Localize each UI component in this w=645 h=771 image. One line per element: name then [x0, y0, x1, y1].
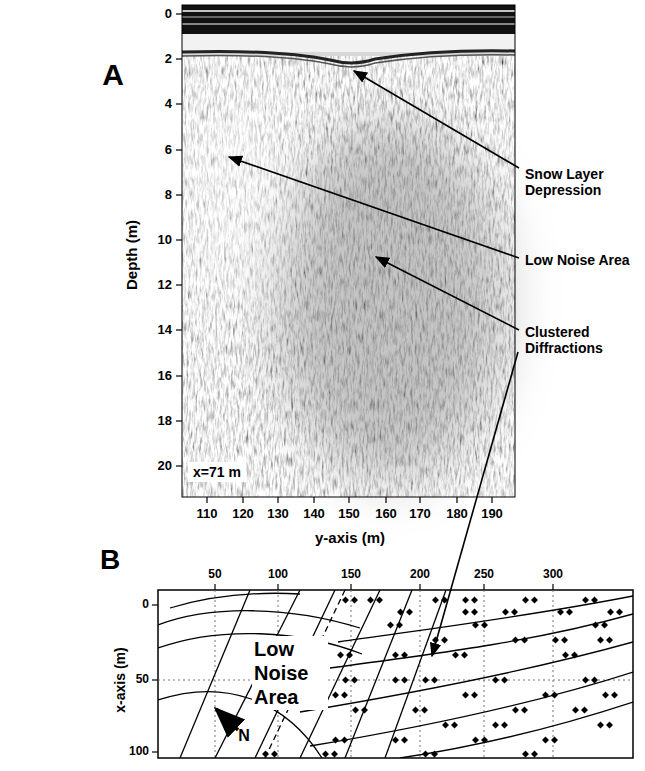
tick-label: 16 — [158, 369, 172, 384]
leader-lines — [229, 71, 519, 656]
tick-label: 200 — [410, 568, 430, 582]
tick-label: 4 — [165, 97, 172, 112]
region-label: Low Noise Area — [252, 636, 328, 710]
tick-label: 110 — [197, 507, 218, 522]
tick-label: 120 — [232, 507, 254, 522]
tick-label: 14 — [158, 323, 172, 338]
tick-label: 12 — [158, 278, 172, 293]
tick-label: 250 — [474, 568, 494, 582]
tick-label: 20 — [158, 459, 172, 474]
axis-title: x-axis (m) — [112, 647, 128, 712]
tick-label: 170 — [409, 507, 431, 522]
panel-letter: B — [100, 544, 120, 576]
tick-label: 140 — [303, 507, 325, 522]
axis-title: y-axis (m) — [315, 529, 385, 546]
tick-label: 160 — [375, 507, 397, 522]
tick-label: 100 — [129, 745, 149, 759]
tick-label: 8 — [165, 188, 172, 203]
tick-label: 10 — [158, 233, 172, 248]
tick-label: 150 — [338, 507, 360, 522]
tick-label: 50 — [208, 568, 221, 582]
tick-label: 2 — [165, 52, 172, 67]
callout-label: Snow Layer Depression — [525, 166, 637, 198]
axis-title: Depth (m) — [123, 220, 140, 290]
site-map — [152, 584, 633, 758]
tick-label: 190 — [481, 507, 503, 522]
tick-label: 50 — [136, 673, 149, 687]
panel-letter: A — [102, 58, 124, 93]
callout-label: Low Noise Area — [525, 252, 637, 268]
tick-label: 0 — [142, 598, 149, 612]
callout-label: Clustered Diffractions — [525, 324, 637, 356]
tick-label: 100 — [268, 568, 288, 582]
north-label: N — [238, 727, 250, 745]
tick-label: 130 — [267, 507, 289, 522]
tick-label: 18 — [158, 414, 172, 429]
profile-label: x=71 m — [188, 462, 246, 482]
tick-label: 180 — [446, 507, 468, 522]
north-arrow — [216, 709, 238, 730]
radargram — [175, 5, 515, 503]
tick-label: 6 — [165, 143, 172, 158]
tick-label: 300 — [543, 568, 563, 582]
tick-label: 0 — [165, 7, 172, 22]
tick-label: 150 — [341, 568, 361, 582]
